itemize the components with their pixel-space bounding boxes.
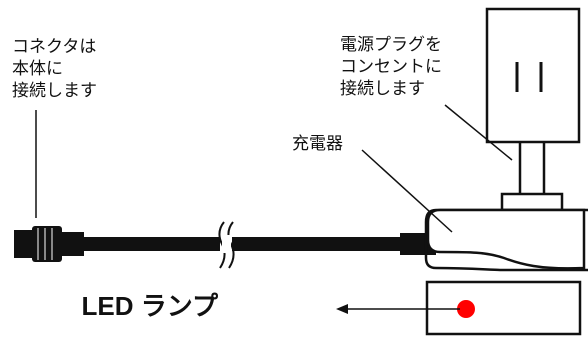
cable-left-segment <box>80 237 220 251</box>
cable-break-mark <box>218 221 235 269</box>
plug-neck-collar <box>500 192 564 212</box>
plug-leader-line <box>444 104 513 161</box>
plug-instruction-label: 電源プラグを コンセントに 接続します <box>340 35 442 99</box>
charger-body-outline <box>426 208 586 270</box>
charger-label: 充電器 <box>292 134 343 154</box>
led-window <box>425 280 582 336</box>
cable-right-segment <box>232 237 404 251</box>
connector-plug <box>14 226 84 262</box>
wall-plug-body <box>485 7 581 144</box>
charger-leader-line <box>361 149 453 233</box>
led-lamp-label: LED ランプ <box>81 291 218 321</box>
connector-instruction-label: コネクタは 本体に 接続します <box>12 37 97 101</box>
led-lamp-dot <box>457 300 475 318</box>
led-arrowhead <box>336 304 348 314</box>
